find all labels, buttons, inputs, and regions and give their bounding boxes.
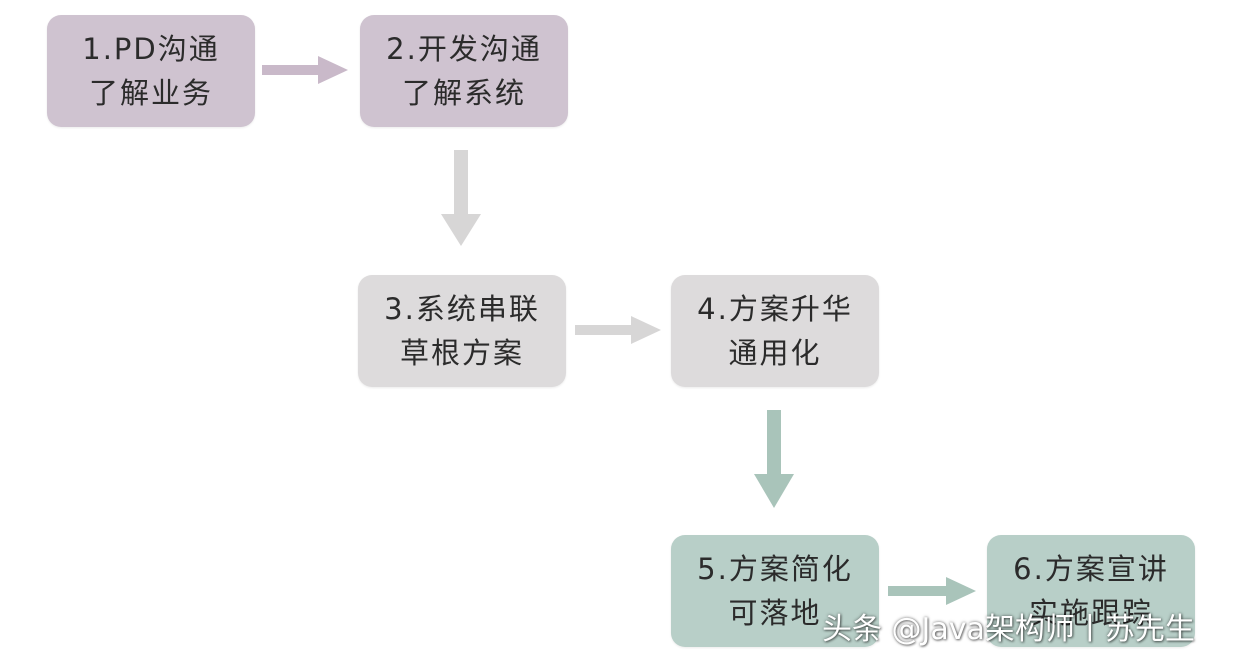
step-6-line2: 实施跟踪 bbox=[1028, 596, 1153, 630]
step-5-line1: 5.方案简化 bbox=[697, 552, 853, 586]
step-4-line1: 4.方案升华 bbox=[697, 292, 853, 326]
step-box-2: 2.开发沟通 了解系统 bbox=[360, 15, 568, 127]
step-3-line1: 3.系统串联 bbox=[384, 292, 540, 326]
step-box-5: 5.方案简化 可落地 bbox=[671, 535, 879, 647]
step-1-line2: 了解业务 bbox=[88, 76, 213, 110]
step-2-line1: 2.开发沟通 bbox=[386, 32, 542, 66]
step-1-line1: 1.PD沟通 bbox=[82, 32, 220, 66]
watermark-text: 头条 @Java架构师丨苏先生 bbox=[822, 612, 1195, 647]
step-box-1: 1.PD沟通 了解业务 bbox=[47, 15, 255, 127]
step-box-4: 4.方案升华 通用化 bbox=[671, 275, 879, 387]
step-6-line1: 6.方案宣讲 bbox=[1013, 552, 1169, 586]
step-box-6: 6.方案宣讲 实施跟踪 bbox=[987, 535, 1195, 647]
step-box-3: 3.系统串联 草根方案 bbox=[358, 275, 566, 387]
step-4-line2: 通用化 bbox=[728, 336, 822, 370]
arrow-down-2-to-3 bbox=[441, 150, 481, 246]
arrow-right-3-to-4 bbox=[575, 316, 661, 344]
step-5-line2: 可落地 bbox=[728, 596, 822, 630]
step-2-line2: 了解系统 bbox=[401, 76, 526, 110]
arrow-down-4-to-5 bbox=[754, 410, 794, 508]
step-3-line2: 草根方案 bbox=[399, 336, 524, 370]
arrow-right-1-to-2 bbox=[262, 56, 348, 84]
arrow-right-5-to-6 bbox=[888, 577, 976, 605]
